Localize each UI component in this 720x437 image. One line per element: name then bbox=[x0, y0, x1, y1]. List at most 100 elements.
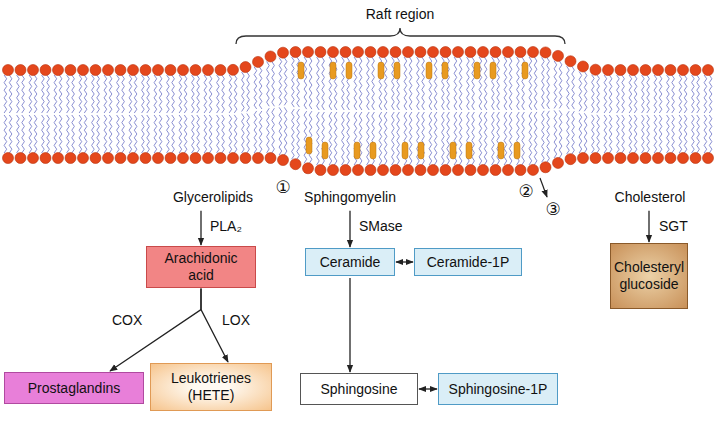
lipid-tail bbox=[547, 57, 550, 108]
lipid-head bbox=[615, 65, 626, 76]
lipid-tail bbox=[434, 112, 437, 165]
lipid-head bbox=[165, 153, 176, 164]
lipid-tail bbox=[272, 61, 275, 106]
lipid-tail bbox=[634, 75, 637, 113]
lipid-head bbox=[53, 153, 64, 164]
lipid-tail bbox=[659, 75, 662, 113]
lipid-tail bbox=[554, 61, 557, 109]
lipid-tail bbox=[154, 75, 157, 113]
lipid-head bbox=[428, 165, 439, 176]
lipid-tail bbox=[542, 57, 545, 108]
lipid-tail bbox=[672, 115, 675, 153]
lipid-tail bbox=[209, 75, 212, 113]
lipid-head bbox=[153, 65, 164, 76]
lipid-tail bbox=[379, 112, 382, 165]
lipid-tail bbox=[217, 75, 220, 113]
lipid-head bbox=[553, 50, 564, 61]
lipid-head bbox=[503, 165, 514, 176]
lipid-tail bbox=[259, 67, 262, 109]
cholesterol-molecule bbox=[370, 142, 376, 159]
lipid-tail bbox=[559, 110, 562, 158]
lipid-head bbox=[178, 153, 189, 164]
lipid-head bbox=[490, 47, 501, 58]
lipid-tail bbox=[447, 112, 450, 165]
cholesterol-molecule bbox=[498, 142, 504, 159]
lipid-tail bbox=[347, 112, 350, 165]
lipid-tail bbox=[509, 57, 512, 110]
lipid-head bbox=[615, 153, 626, 164]
lipid-tail bbox=[47, 115, 50, 153]
lipid-tail bbox=[479, 112, 482, 165]
lipid-head bbox=[515, 165, 526, 176]
lipid-head bbox=[365, 165, 376, 176]
lipid-head bbox=[465, 47, 476, 58]
lipid-head bbox=[478, 47, 489, 58]
lipid-head bbox=[678, 65, 689, 76]
lipid-tail bbox=[242, 72, 245, 111]
cholesterol-molecule bbox=[490, 62, 496, 79]
lipid-tail bbox=[584, 113, 587, 153]
lipid-head bbox=[528, 164, 539, 175]
lipid-tail bbox=[622, 75, 625, 113]
lipid-head bbox=[415, 47, 426, 58]
lipid-tail bbox=[72, 75, 75, 113]
lipid-tail bbox=[529, 57, 532, 110]
lipid-tail bbox=[697, 75, 700, 113]
lipid-tail bbox=[109, 75, 112, 113]
lipid-tail bbox=[167, 75, 170, 113]
lipid-tail bbox=[592, 115, 595, 153]
lipid-tail bbox=[184, 115, 187, 153]
reaction-arrow bbox=[110, 289, 201, 371]
lipid-head bbox=[3, 153, 14, 164]
lipid-tail bbox=[559, 61, 562, 109]
lipid-head bbox=[453, 47, 464, 58]
lipid-head bbox=[390, 47, 401, 58]
reaction-arrow bbox=[648, 211, 649, 242]
metabolite-box: Ceramide-1P bbox=[414, 248, 522, 276]
lipid-tail bbox=[704, 75, 707, 113]
lipid-head bbox=[290, 159, 301, 170]
lipid-head bbox=[278, 155, 289, 166]
lipid-head bbox=[28, 153, 39, 164]
lipid-tail bbox=[104, 115, 107, 153]
lipid-tail bbox=[22, 75, 25, 113]
lipid-tail bbox=[309, 57, 312, 109]
lipid-tails bbox=[4, 57, 712, 165]
lipid-head bbox=[40, 65, 51, 76]
lipid-tail bbox=[567, 66, 570, 109]
lipid-head bbox=[128, 153, 139, 164]
lipid-tail bbox=[59, 75, 62, 113]
node-label: Leukotrienes (HETE) bbox=[155, 370, 267, 404]
lipid-tail bbox=[504, 57, 507, 110]
lipid-head bbox=[290, 47, 301, 58]
lipid-tail bbox=[292, 57, 295, 107]
lipid-tail bbox=[84, 75, 87, 113]
lipid-head bbox=[478, 165, 489, 176]
lipid-tail bbox=[367, 57, 370, 110]
lipid-tail bbox=[59, 115, 62, 153]
lipid-tail bbox=[304, 57, 307, 109]
lipid-tail bbox=[117, 115, 120, 153]
lipid-head bbox=[678, 153, 689, 164]
lipid-head bbox=[415, 165, 426, 176]
lipid-tail bbox=[609, 115, 612, 153]
lipid-tail bbox=[179, 115, 182, 153]
lipid-tail bbox=[484, 112, 487, 165]
lipid-tail bbox=[29, 115, 32, 153]
reaction-arrow bbox=[349, 278, 350, 372]
lipid-head bbox=[228, 64, 239, 75]
lipid-tail bbox=[159, 115, 162, 153]
enzyme-label: COX bbox=[112, 312, 142, 329]
metabolite-box: Leukotrienes (HETE) bbox=[150, 363, 272, 411]
lipid-head bbox=[640, 65, 651, 76]
lipid-tail bbox=[692, 75, 695, 113]
lipid-tail bbox=[217, 115, 220, 153]
cholesterol-molecule bbox=[378, 62, 384, 79]
lipid-tail bbox=[604, 115, 607, 153]
lipid-head bbox=[65, 65, 76, 76]
lipid-tail bbox=[354, 57, 357, 110]
lipid-tail bbox=[167, 115, 170, 153]
lipid-tail bbox=[147, 115, 150, 153]
lipid-tail bbox=[409, 112, 412, 165]
lipid-tail bbox=[517, 57, 520, 110]
